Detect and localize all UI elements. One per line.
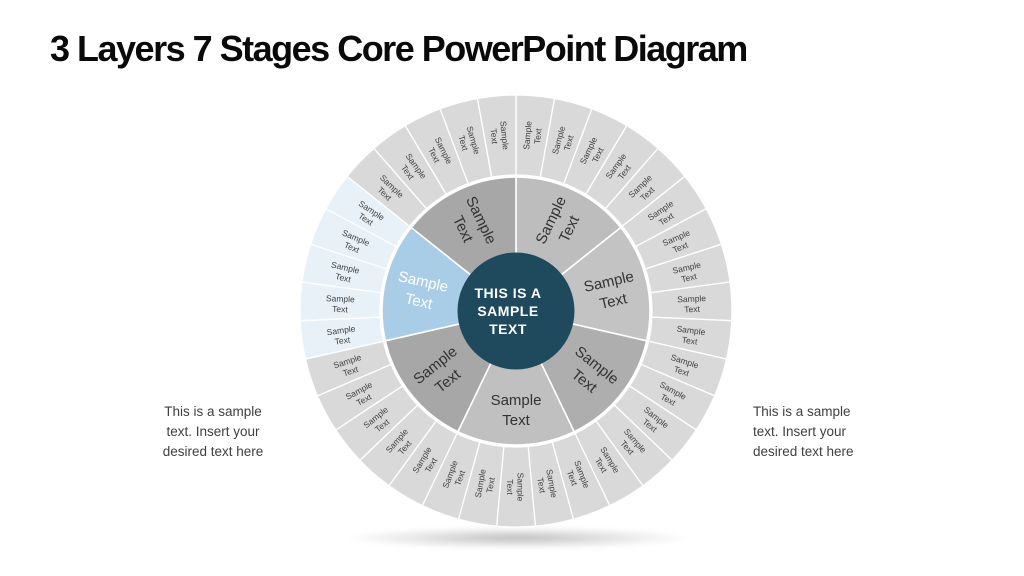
ring-label: SampleText [505, 473, 525, 502]
center-circle [457, 252, 575, 370]
center-circle-label: THIS IS A SAMPLE TEXT [474, 285, 542, 337]
slide-title: 3 Layers 7 Stages Core PowerPoint Diagra… [50, 28, 748, 69]
ring-label: SampleText [675, 323, 707, 347]
circle-drop-shadow [347, 527, 687, 549]
ring-label: SampleText [488, 121, 511, 152]
ring-label: SampleText [328, 259, 361, 285]
right-note: This is a sample text. Insert your desir… [753, 404, 854, 459]
ring-label: SampleText [677, 293, 707, 315]
ring-label: SampleText [325, 293, 355, 315]
ring-label: SampleText [473, 468, 498, 500]
left-note: This is a sample text. Insert your desir… [162, 404, 264, 459]
outer-wedge [476, 94, 517, 178]
ring-label: SampleText [671, 259, 704, 285]
ring-label: SampleText [326, 323, 358, 347]
ring-label: SampleText [521, 120, 544, 151]
ring-label: SampleText [534, 468, 559, 500]
